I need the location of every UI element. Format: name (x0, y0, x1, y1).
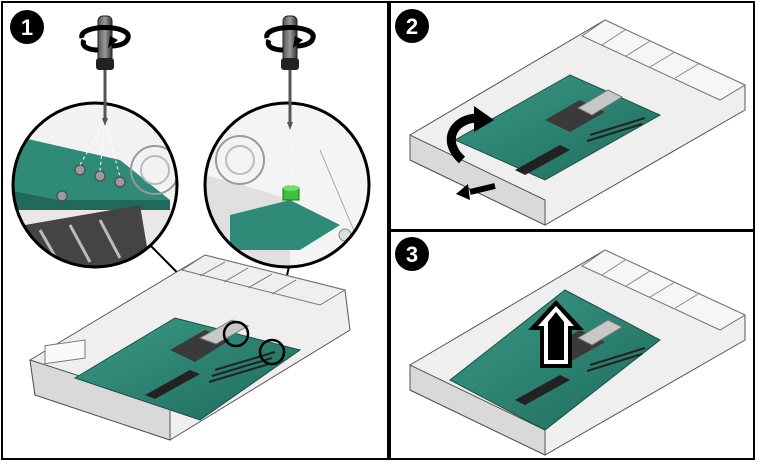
step-badge-3: 3 (395, 237, 429, 271)
panel-3-frame (389, 230, 755, 460)
panel-1: 1 (10, 10, 371, 441)
rotate-arrow-icon (264, 25, 316, 49)
screwdriver-icon (264, 15, 316, 130)
step-badge-1: 1 (10, 10, 44, 44)
panel-3: 3 (395, 237, 747, 456)
callout-target-b (258, 338, 286, 366)
step-number-3: 3 (406, 242, 418, 267)
server-chassis-1 (29, 254, 351, 441)
fan-bays (180, 254, 347, 306)
callout-magnifier-a (11, 101, 179, 269)
step-badge-2: 2 (395, 9, 429, 43)
panel-1-frame (1, 1, 389, 460)
step-number-1: 1 (21, 15, 33, 40)
pci-slot (145, 370, 200, 399)
rotate-arrow-icon (446, 106, 496, 200)
panel-2: 2 (395, 9, 747, 226)
callout-magnifier-b (203, 101, 371, 269)
server-chassis-3 (409, 249, 747, 456)
dimm-slots (208, 351, 276, 383)
power-supply-bay (44, 339, 86, 365)
callout-target-a (222, 320, 250, 348)
rotate-arrow-icon (79, 25, 131, 49)
lift-arrow-icon (528, 300, 584, 368)
memory-module (576, 319, 624, 346)
memory-module (576, 89, 624, 116)
step-number-2: 2 (406, 14, 418, 39)
server-chassis-2 (409, 19, 747, 226)
screwdriver-icon (79, 15, 131, 126)
pci-slot (515, 375, 570, 405)
pci-slot (515, 145, 570, 175)
